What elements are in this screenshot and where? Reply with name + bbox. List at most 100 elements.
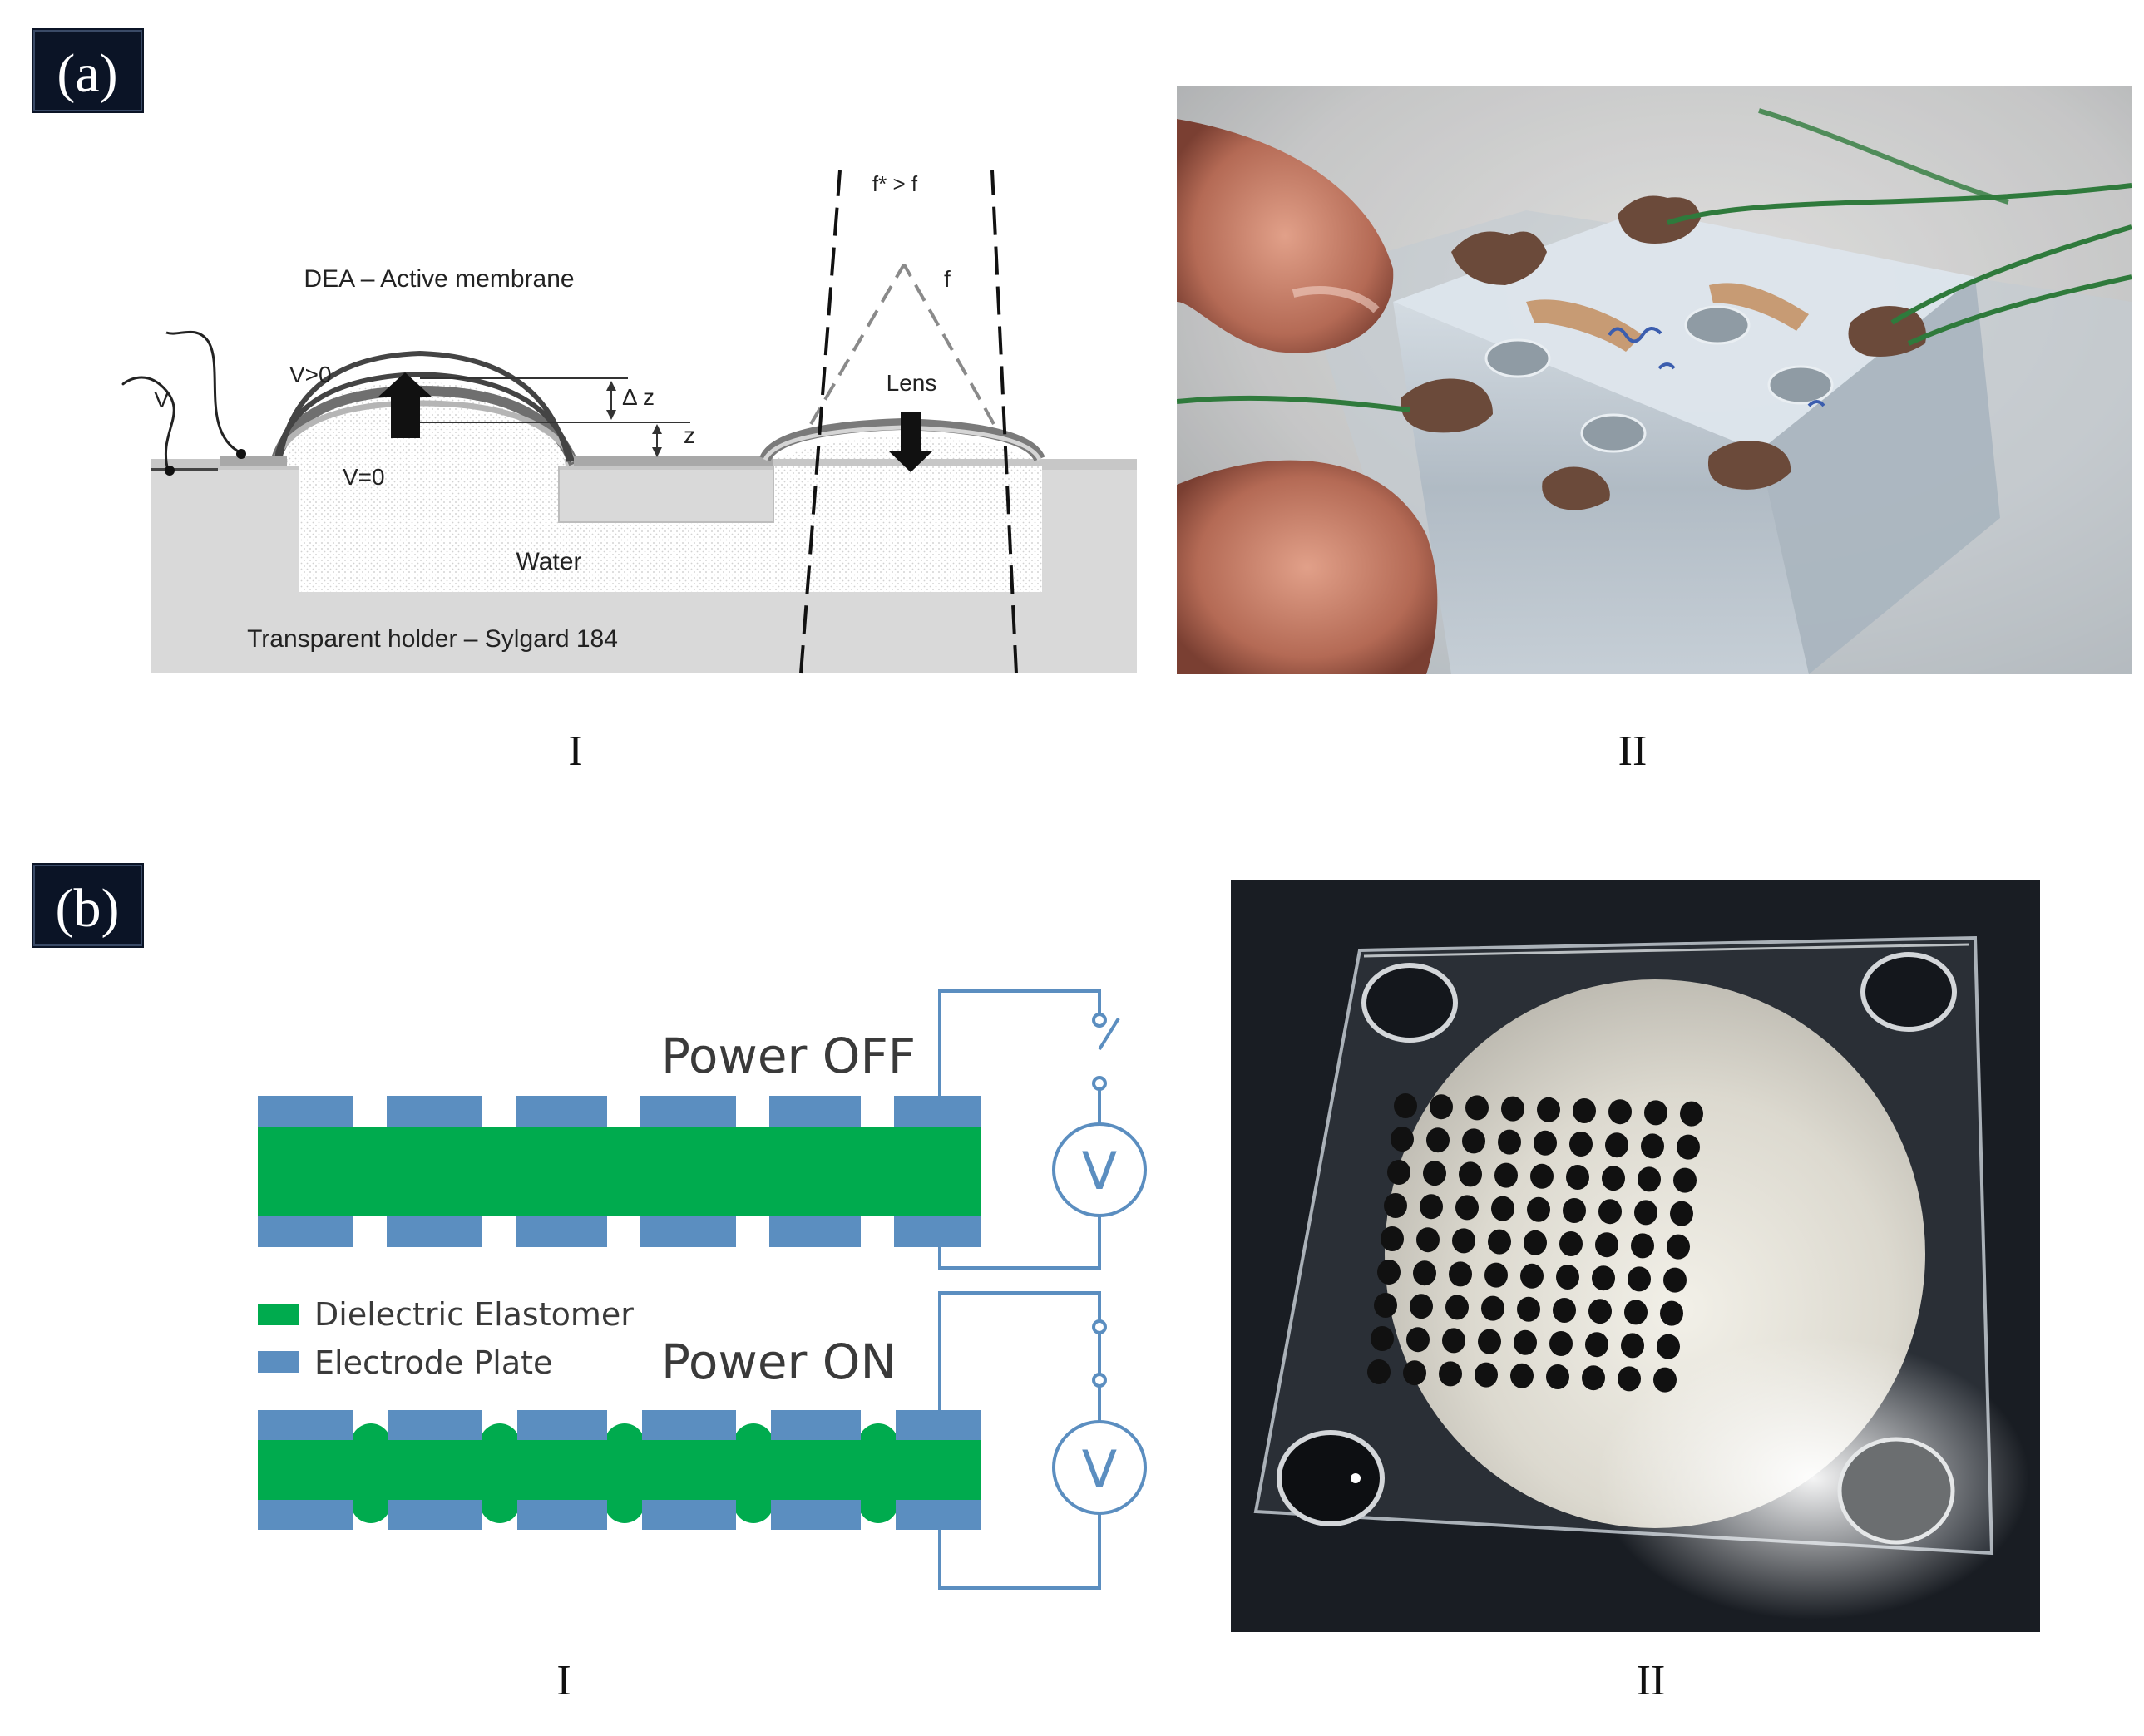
channel-step [558,466,774,523]
corner-hole-tr [1860,952,1957,1032]
v-off-label: V=0 [343,464,385,490]
hole [1670,1201,1693,1226]
hole [1498,1129,1521,1155]
panel-b: (b) [32,863,2040,1704]
hole [1605,1132,1628,1158]
panel-a-sub-II: II [1618,727,1648,775]
corner-hole-bl [1277,1430,1385,1526]
hole [1442,1328,1465,1354]
hole [1455,1195,1479,1221]
hole [1416,1227,1440,1253]
hole [1367,1359,1391,1384]
hole [1452,1228,1475,1254]
hole [1660,1300,1683,1326]
hole [1595,1232,1618,1258]
electrode-left [220,456,287,466]
panel-b-sub-I: I [556,1657,571,1704]
hole [1426,1127,1450,1153]
hole [1445,1295,1469,1320]
hole [1598,1199,1622,1225]
hole [1430,1094,1453,1120]
hole [1478,1329,1501,1354]
dea-lens-schematic: DEA – Active membrane V V>0 V=0 Δ z z f*… [121,170,1137,674]
circuit-off [938,989,1147,1270]
electrodes-off [258,1096,981,1247]
legend-label-electrode: Electrode Plate [314,1344,552,1381]
hole [1621,1333,1644,1359]
water-cavity [299,466,1042,592]
far-focal-line-left [799,170,842,674]
hole [1410,1294,1433,1319]
hole [1549,1331,1573,1356]
wire-1-node [165,466,175,476]
hole [1588,1299,1612,1324]
corner-hole-br [1837,1437,1955,1545]
hole [1491,1196,1514,1221]
hole [1680,1101,1703,1127]
z-label: z [684,422,695,448]
legend-swatch-electrode [258,1351,299,1373]
wire-1 [121,376,175,471]
hole [1673,1167,1697,1193]
focal-far-label: f* > f [872,171,918,196]
hole [1481,1295,1504,1321]
hole [1631,1233,1654,1259]
hole [1394,1093,1417,1118]
delta-z-label: Δ z [622,384,655,410]
hole [1403,1360,1426,1386]
elastomer-layer-off [258,1127,981,1216]
hole [1501,1096,1524,1122]
hole [1638,1166,1661,1192]
hole [1569,1132,1593,1157]
focal-label: f [944,266,951,292]
hole [1381,1226,1404,1251]
hole [1657,1334,1680,1359]
hole [1510,1363,1534,1388]
membrane-label: DEA – Active membrane [304,265,574,293]
dim-dz-arrows [606,381,616,420]
device-photo-b [1231,880,2040,1632]
panel-a: (a) [32,28,2132,775]
hole [1624,1300,1648,1325]
hole [1628,1266,1651,1292]
legend: Dielectric Elastomer Electrode Plate [258,1296,634,1381]
panel-b-badge-text: (b) [56,878,120,939]
hole [1371,1326,1394,1351]
hole [1462,1128,1485,1154]
hole [1653,1367,1677,1393]
pdms-block-side [1759,277,2000,674]
panel-a-badge-text: (a) [57,43,117,104]
electrodes-on [258,1410,981,1530]
hole [1459,1161,1482,1187]
hole [1566,1165,1589,1190]
wire-2-node [236,449,246,459]
hole [1520,1263,1544,1289]
hole [1546,1364,1569,1389]
hole [1391,1127,1414,1152]
hole [1449,1261,1472,1287]
hole [1377,1260,1401,1285]
stack-power-off [258,1096,981,1247]
hole [1602,1166,1625,1191]
hole [1585,1332,1608,1358]
ground-line [151,468,218,471]
hole [1488,1229,1511,1255]
hole-grid [1367,1093,1703,1393]
hole [1663,1267,1687,1293]
legend-label-elastomer: Dielectric Elastomer [314,1296,634,1333]
meter-label-bottom: V [1082,1439,1117,1500]
lens-label: Lens [887,370,937,396]
panel-a-sub-I: I [568,727,582,775]
hole [1484,1262,1508,1288]
dea-membrane-on-2 [277,350,571,462]
power-off-label: Power OFF [661,1028,916,1084]
hole [1475,1362,1498,1388]
hole [1559,1231,1583,1256]
hole [1644,1100,1667,1126]
panel-b-sub-II: II [1637,1657,1666,1704]
dea-membrane-on-1 [274,371,575,462]
holder-label: Transparent holder – Sylgard 184 [247,625,618,653]
meter-label-top: V [1082,1141,1117,1201]
voltage-label: V [154,387,170,412]
hole [1465,1095,1489,1121]
